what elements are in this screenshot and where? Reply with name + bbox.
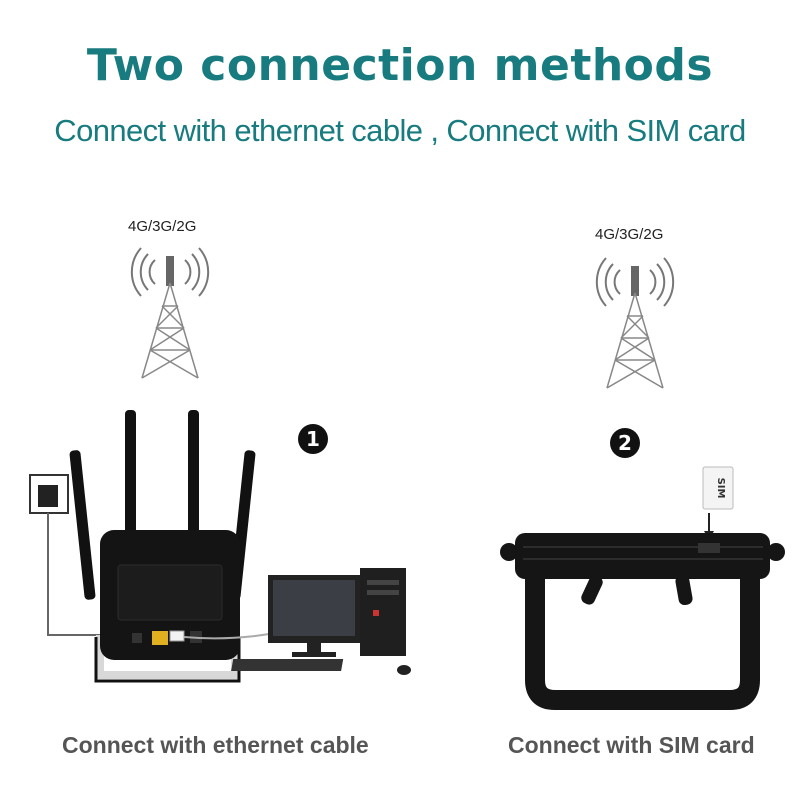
- page-subtitle: Connect with ethernet cable , Connect wi…: [54, 113, 746, 148]
- step-badge-1: 1: [298, 424, 328, 454]
- sim-card-label: SIM: [715, 478, 726, 499]
- step-badge-2: 2: [610, 428, 640, 458]
- network-label-ethernet: 4G/3G/2G: [128, 218, 197, 235]
- router-sim-illustration: SIM: [500, 466, 785, 710]
- caption-ethernet: Connect with ethernet cable: [62, 732, 369, 758]
- network-label-sim: 4G/3G/2G: [595, 226, 664, 243]
- cell-tower-icon: [130, 247, 210, 379]
- cell-tower-icon: [595, 257, 675, 389]
- router-ethernet-illustration: [29, 410, 411, 683]
- caption-sim: Connect with SIM card: [508, 732, 755, 758]
- page-title: Two connection methods: [86, 40, 714, 91]
